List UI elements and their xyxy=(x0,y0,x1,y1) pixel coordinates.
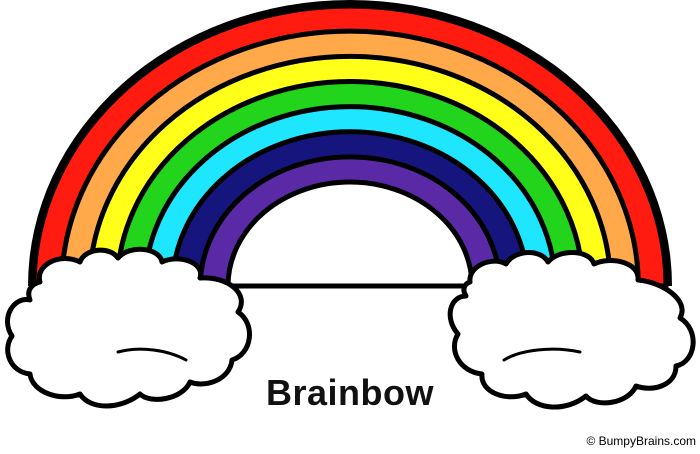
cloud-shape xyxy=(447,250,696,410)
cloud-shape xyxy=(5,246,252,409)
page-title: Brainbow xyxy=(265,372,434,413)
brain-fold-line xyxy=(502,347,582,362)
copyright-credit: © BumpyBrains.com xyxy=(586,434,696,448)
left-cloud-brain-icon xyxy=(5,246,252,409)
rainbow-icon xyxy=(28,0,672,289)
right-cloud-brain-icon xyxy=(447,250,696,410)
brain-fold-line xyxy=(116,347,188,362)
rainbow-inner-hole xyxy=(225,179,475,289)
